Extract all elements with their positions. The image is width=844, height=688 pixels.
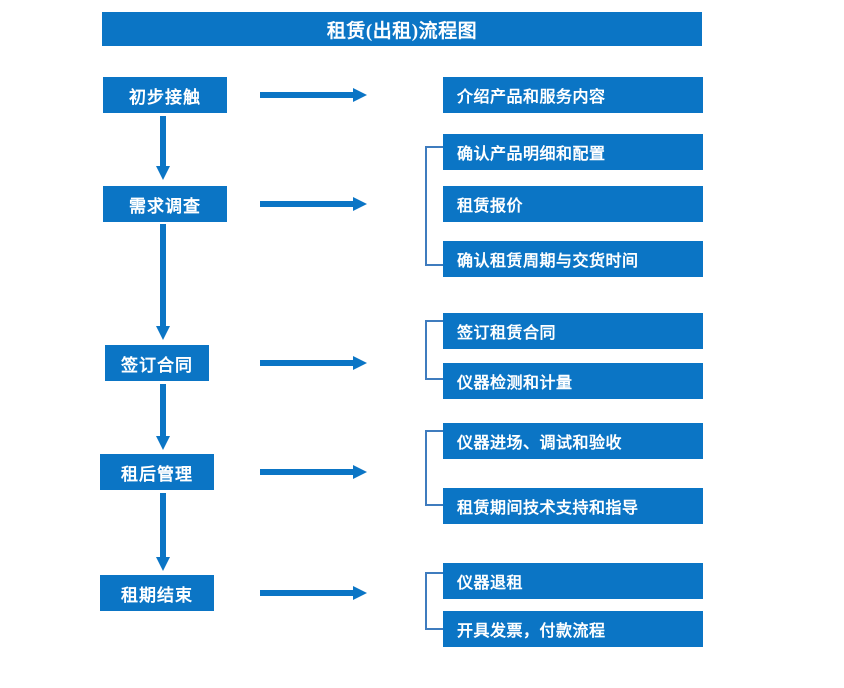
- stage-box-3[interactable]: 签订合同: [105, 345, 209, 381]
- stage-box-1[interactable]: 初步接触: [103, 77, 227, 113]
- arrow-down-icon-3: [152, 384, 174, 452]
- detail-box-g3-1[interactable]: 签订租赁合同: [443, 313, 703, 349]
- arrow-right-icon-4: [260, 463, 368, 481]
- stage-box-4[interactable]: 租后管理: [100, 454, 214, 490]
- detail-box-g1-1[interactable]: 介绍产品和服务内容: [443, 77, 703, 113]
- detail-box-g4-1[interactable]: 仪器进场、调试和验收: [443, 423, 703, 459]
- detail-box-g4-2[interactable]: 租赁期间技术支持和指导: [443, 488, 703, 524]
- bracket-icon-group3: [424, 320, 444, 380]
- detail-box-g2-1[interactable]: 确认产品明细和配置: [443, 134, 703, 170]
- arrow-down-icon-1: [152, 116, 174, 182]
- detail-box-g2-3[interactable]: 确认租赁周期与交货时间: [443, 241, 703, 277]
- detail-box-g2-2[interactable]: 租赁报价: [443, 186, 703, 222]
- stage-box-2[interactable]: 需求调查: [103, 186, 227, 222]
- page-title: 租赁(出租)流程图: [102, 12, 702, 46]
- arrow-right-icon-5: [260, 584, 368, 602]
- arrow-right-icon-1: [260, 86, 368, 104]
- arrow-down-icon-4: [152, 493, 174, 573]
- stage-box-5[interactable]: 租期结束: [100, 575, 214, 611]
- detail-box-g5-2[interactable]: 开具发票，付款流程: [443, 611, 703, 647]
- bracket-icon-group4: [424, 430, 444, 506]
- bracket-icon-group5: [424, 572, 444, 630]
- arrow-down-icon-2: [152, 224, 174, 342]
- bracket-icon-group2: [424, 146, 444, 266]
- arrow-right-icon-3: [260, 354, 368, 372]
- detail-box-g5-1[interactable]: 仪器退租: [443, 563, 703, 599]
- arrow-right-icon-2: [260, 195, 368, 213]
- detail-box-g3-2[interactable]: 仪器检测和计量: [443, 363, 703, 399]
